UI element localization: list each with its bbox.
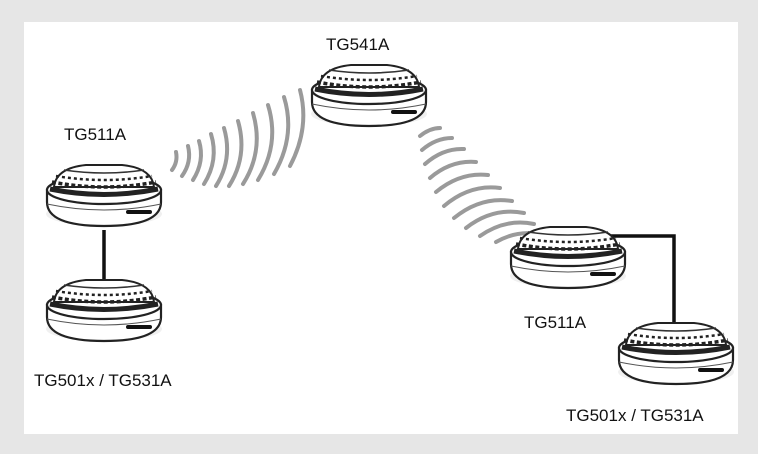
smoke-detector-icon xyxy=(46,280,162,341)
device-label-central: TG541A xyxy=(326,35,390,54)
wireless-link-right xyxy=(418,126,544,244)
device-label-left-bot: TG501x / TG531A xyxy=(34,371,172,390)
device-label-right-bot: TG501x / TG531A xyxy=(566,406,704,425)
smoke-detector-icon xyxy=(311,65,427,126)
wireless-link-left xyxy=(170,88,306,188)
smoke-detector-icon xyxy=(510,227,626,288)
device-label-right-top: TG511A xyxy=(524,313,587,332)
wired-link-right xyxy=(610,234,676,322)
smoke-detector-icon xyxy=(46,165,162,226)
device-label-left-top: TG511A xyxy=(64,125,127,144)
smoke-detector-icon xyxy=(618,323,734,384)
